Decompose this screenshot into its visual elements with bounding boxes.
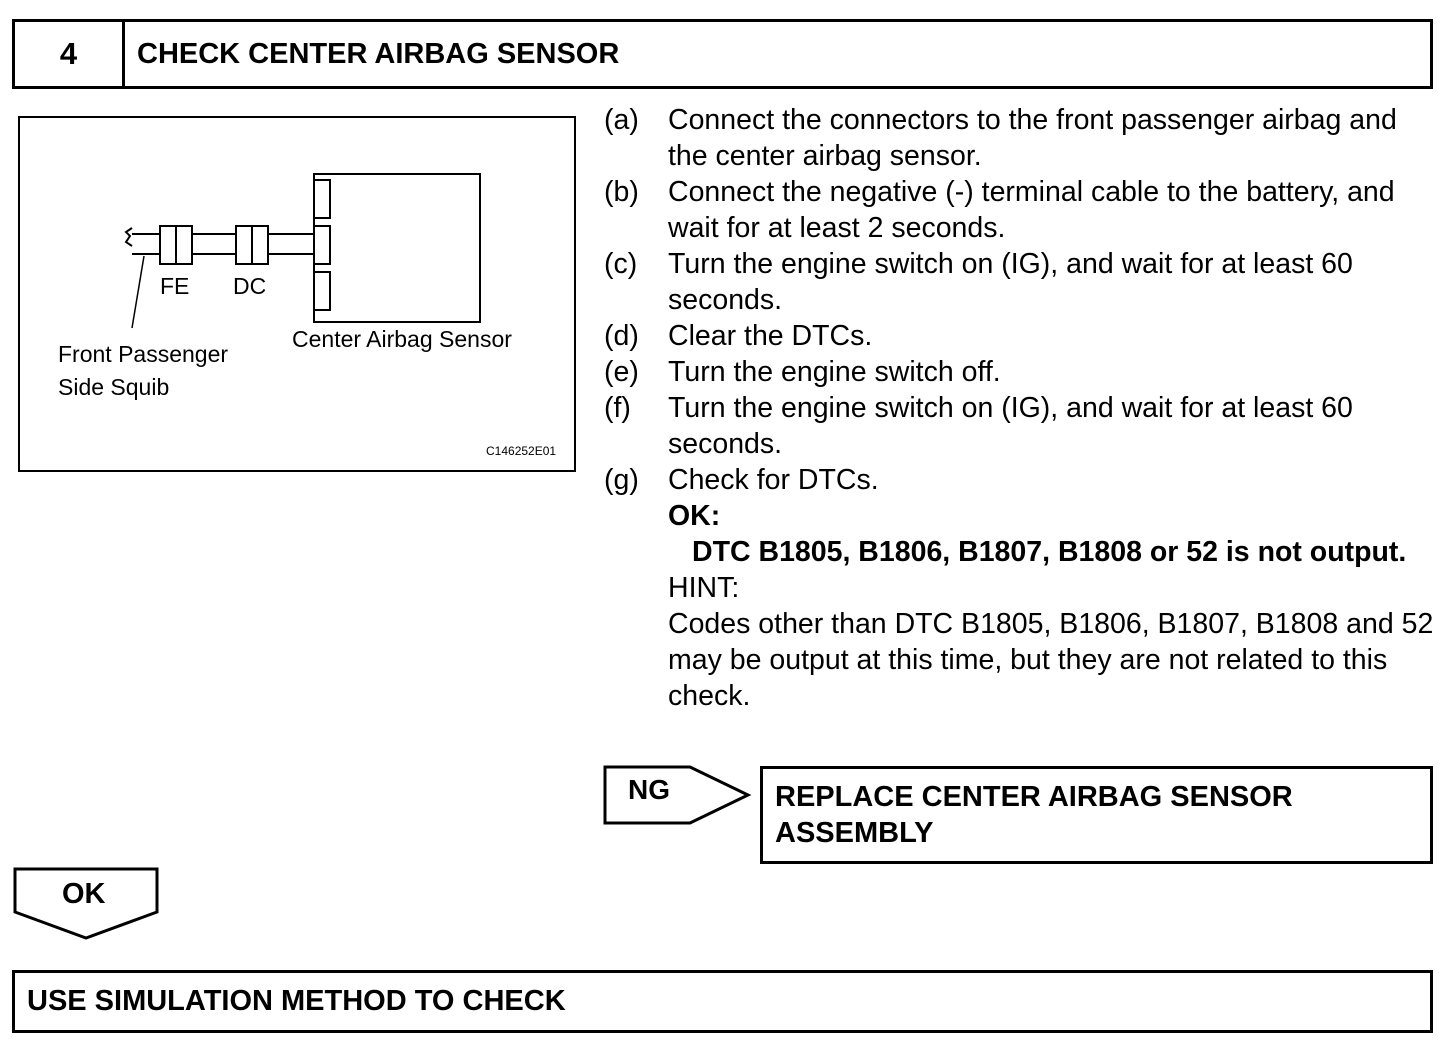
label-squib-line1: Front Passenger — [58, 341, 228, 367]
step-text: Turn the engine switch on (IG), and wait… — [668, 248, 1353, 316]
hint-text: Codes other than DTC B1805, B1806, B1807… — [668, 608, 1434, 712]
step-title: CHECK CENTER AIRBAG SENSOR — [137, 38, 620, 70]
step-f: (f) Turn the engine switch on (IG), and … — [604, 390, 1434, 462]
step-marker: (d) — [604, 320, 639, 352]
step-b: (b) Connect the negative (-) terminal ca… — [604, 174, 1434, 246]
ok-criteria-text: DTC B1805, B1806, B1807, B1808 or 52 is … — [692, 536, 1407, 568]
step-header: 4 CHECK CENTER AIRBAG SENSOR — [12, 19, 1433, 89]
procedure-steps: (a) Connect the connectors to the front … — [604, 102, 1434, 714]
next-step-box: USE SIMULATION METHOD TO CHECK — [12, 970, 1433, 1033]
step-marker: (c) — [604, 248, 638, 280]
step-text: Connect the negative (-) terminal cable … — [668, 176, 1395, 244]
step-e: (e) Turn the engine switch off. — [604, 354, 1434, 390]
ng-arrow-icon — [603, 765, 752, 825]
label-center-airbag-sensor: Center Airbag Sensor — [292, 326, 512, 352]
label-dc: DC — [233, 273, 266, 299]
squib-leader-line — [131, 255, 145, 329]
step-marker: (f) — [604, 392, 631, 424]
step-text: Check for DTCs. — [668, 464, 879, 496]
step-marker: (a) — [604, 104, 639, 136]
step-g: (g) Check for DTCs. — [604, 462, 1434, 498]
figure-code: C146252E01 — [486, 444, 556, 458]
wiring-diagram: FE DC Center Airbag Sensor Front Passeng… — [18, 116, 576, 472]
step-c: (c) Turn the engine switch on (IG), and … — [604, 246, 1434, 318]
diagram-drawing: FE DC Center Airbag Sensor Front Passeng… — [58, 173, 556, 458]
center-airbag-sensor-box — [313, 173, 481, 323]
step-marker: (b) — [604, 176, 639, 208]
step-text: Clear the DTCs. — [668, 320, 873, 352]
label-fe: FE — [160, 273, 189, 299]
step-a: (a) Connect the connectors to the front … — [604, 102, 1434, 174]
step-text: Turn the engine switch off. — [668, 356, 1001, 388]
step-text: Turn the engine switch on (IG), and wait… — [668, 392, 1353, 460]
label-squib-line2: Side Squib — [58, 374, 169, 400]
ok-arrow-icon — [13, 867, 159, 940]
step-text: Connect the connectors to the front pass… — [668, 104, 1397, 172]
hint-label: HINT: — [668, 572, 740, 604]
squib-tip — [124, 227, 133, 247]
ng-label: NG — [628, 774, 670, 805]
step-marker: (e) — [604, 356, 639, 388]
step-marker: (g) — [604, 464, 639, 496]
ng-action-box: REPLACE CENTER AIRBAG SENSOR ASSEMBLY — [760, 766, 1433, 864]
ok-criteria-label: OK: — [668, 500, 721, 532]
ok-label: OK — [62, 878, 106, 910]
step-number: 4 — [15, 22, 125, 86]
check-result: OK: DTC B1805, B1806, B1807, B1808 or 52… — [604, 498, 1434, 714]
step-d: (d) Clear the DTCs. — [604, 318, 1434, 354]
